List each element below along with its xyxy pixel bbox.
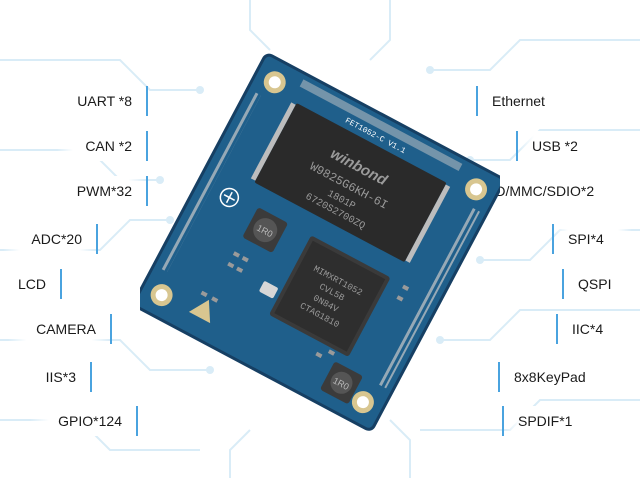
- feature-label-pwm: PWM*32: [48, 176, 148, 206]
- feature-label-adc: ADC*20: [3, 224, 98, 254]
- passive-components: [200, 251, 410, 359]
- feature-label-spdif: SPDIF*1: [502, 406, 601, 436]
- inductor-1: 1R0: [243, 208, 288, 253]
- mounting-holes: [150, 71, 488, 414]
- feature-label-ethernet: Ethernet: [476, 86, 573, 116]
- logo-mark: [219, 187, 240, 208]
- feature-label-iic: IIC*4: [556, 314, 632, 344]
- feature-label-spi: SPI*4: [552, 224, 632, 254]
- feature-label-lcd: LCD: [0, 269, 62, 299]
- feature-label-iis: IIS*3: [17, 362, 92, 392]
- feature-label-usb: USB *2: [516, 131, 606, 161]
- inductor-2: 1R0: [320, 362, 363, 404]
- feature-label-camera: CAMERA: [8, 314, 112, 344]
- crystal: [259, 281, 278, 299]
- core-board: winbond W9825G6KH-6I 1801P 6720S2700ZQ F…: [140, 53, 500, 431]
- feature-label-keypad: 8x8KeyPad: [498, 362, 614, 392]
- cpu-chip: MIMXRT1052 CVL5B 0N84V CTAG1810: [269, 236, 390, 356]
- feature-label-uart: UART *8: [49, 86, 148, 116]
- warning-symbol: [188, 299, 211, 324]
- feature-label-can: CAN *2: [57, 131, 148, 161]
- feature-label-qspi: QSPI: [562, 269, 640, 299]
- feature-label-gpio: GPIO*124: [30, 406, 138, 436]
